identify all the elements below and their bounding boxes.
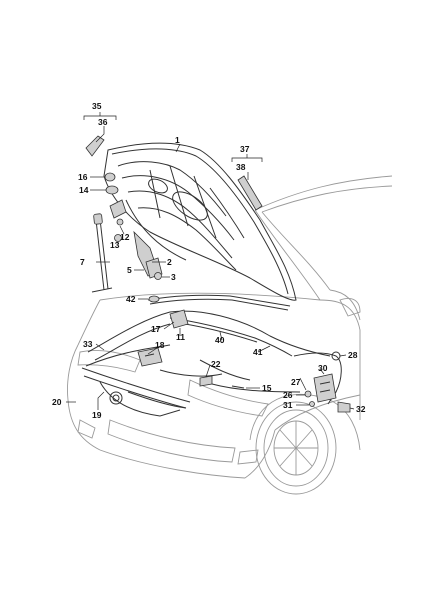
callout-14: 14 (79, 185, 89, 195)
callout-40: 40 (215, 335, 225, 345)
callout-36: 36 (98, 117, 108, 127)
callout-17: 17 (151, 324, 161, 334)
callout-11: 11 (176, 332, 185, 342)
callout-2: 2 (167, 257, 172, 267)
callout-30: 30 (318, 363, 328, 373)
callout-38: 38 (236, 162, 246, 172)
callout-27: 27 (291, 377, 301, 387)
callout-26: 26 (283, 390, 293, 400)
engine-bay-parts (85, 294, 351, 413)
hood-panel (103, 142, 297, 301)
leader-lines (66, 126, 355, 410)
callout-labels: 1 2 3 5 7 11 12 13 14 15 16 17 18 19 20 … (52, 101, 366, 420)
callout-1: 1 (175, 135, 180, 145)
callout-28: 28 (348, 350, 358, 360)
car-body-outline (67, 175, 393, 495)
callout-19: 19 (92, 410, 102, 420)
callout-13: 13 (110, 240, 120, 250)
callout-5: 5 (127, 265, 132, 275)
hinge-and-strut (85, 135, 263, 293)
callout-18: 18 (155, 340, 165, 350)
callout-7: 7 (80, 257, 85, 267)
group-brackets (83, 112, 263, 162)
callout-32: 32 (356, 404, 366, 414)
callout-33: 33 (83, 339, 93, 349)
callout-37: 37 (240, 144, 250, 154)
callout-31: 31 (283, 400, 293, 410)
callout-3: 3 (171, 272, 176, 282)
callout-42: 42 (126, 294, 136, 304)
front-grille (81, 367, 191, 417)
callout-12: 12 (120, 232, 130, 242)
callout-35: 35 (92, 101, 102, 111)
callout-15: 15 (262, 383, 272, 393)
callout-41: 41 (253, 347, 263, 357)
callout-20: 20 (52, 397, 62, 407)
callout-22: 22 (211, 359, 221, 369)
callout-16: 16 (78, 172, 88, 182)
